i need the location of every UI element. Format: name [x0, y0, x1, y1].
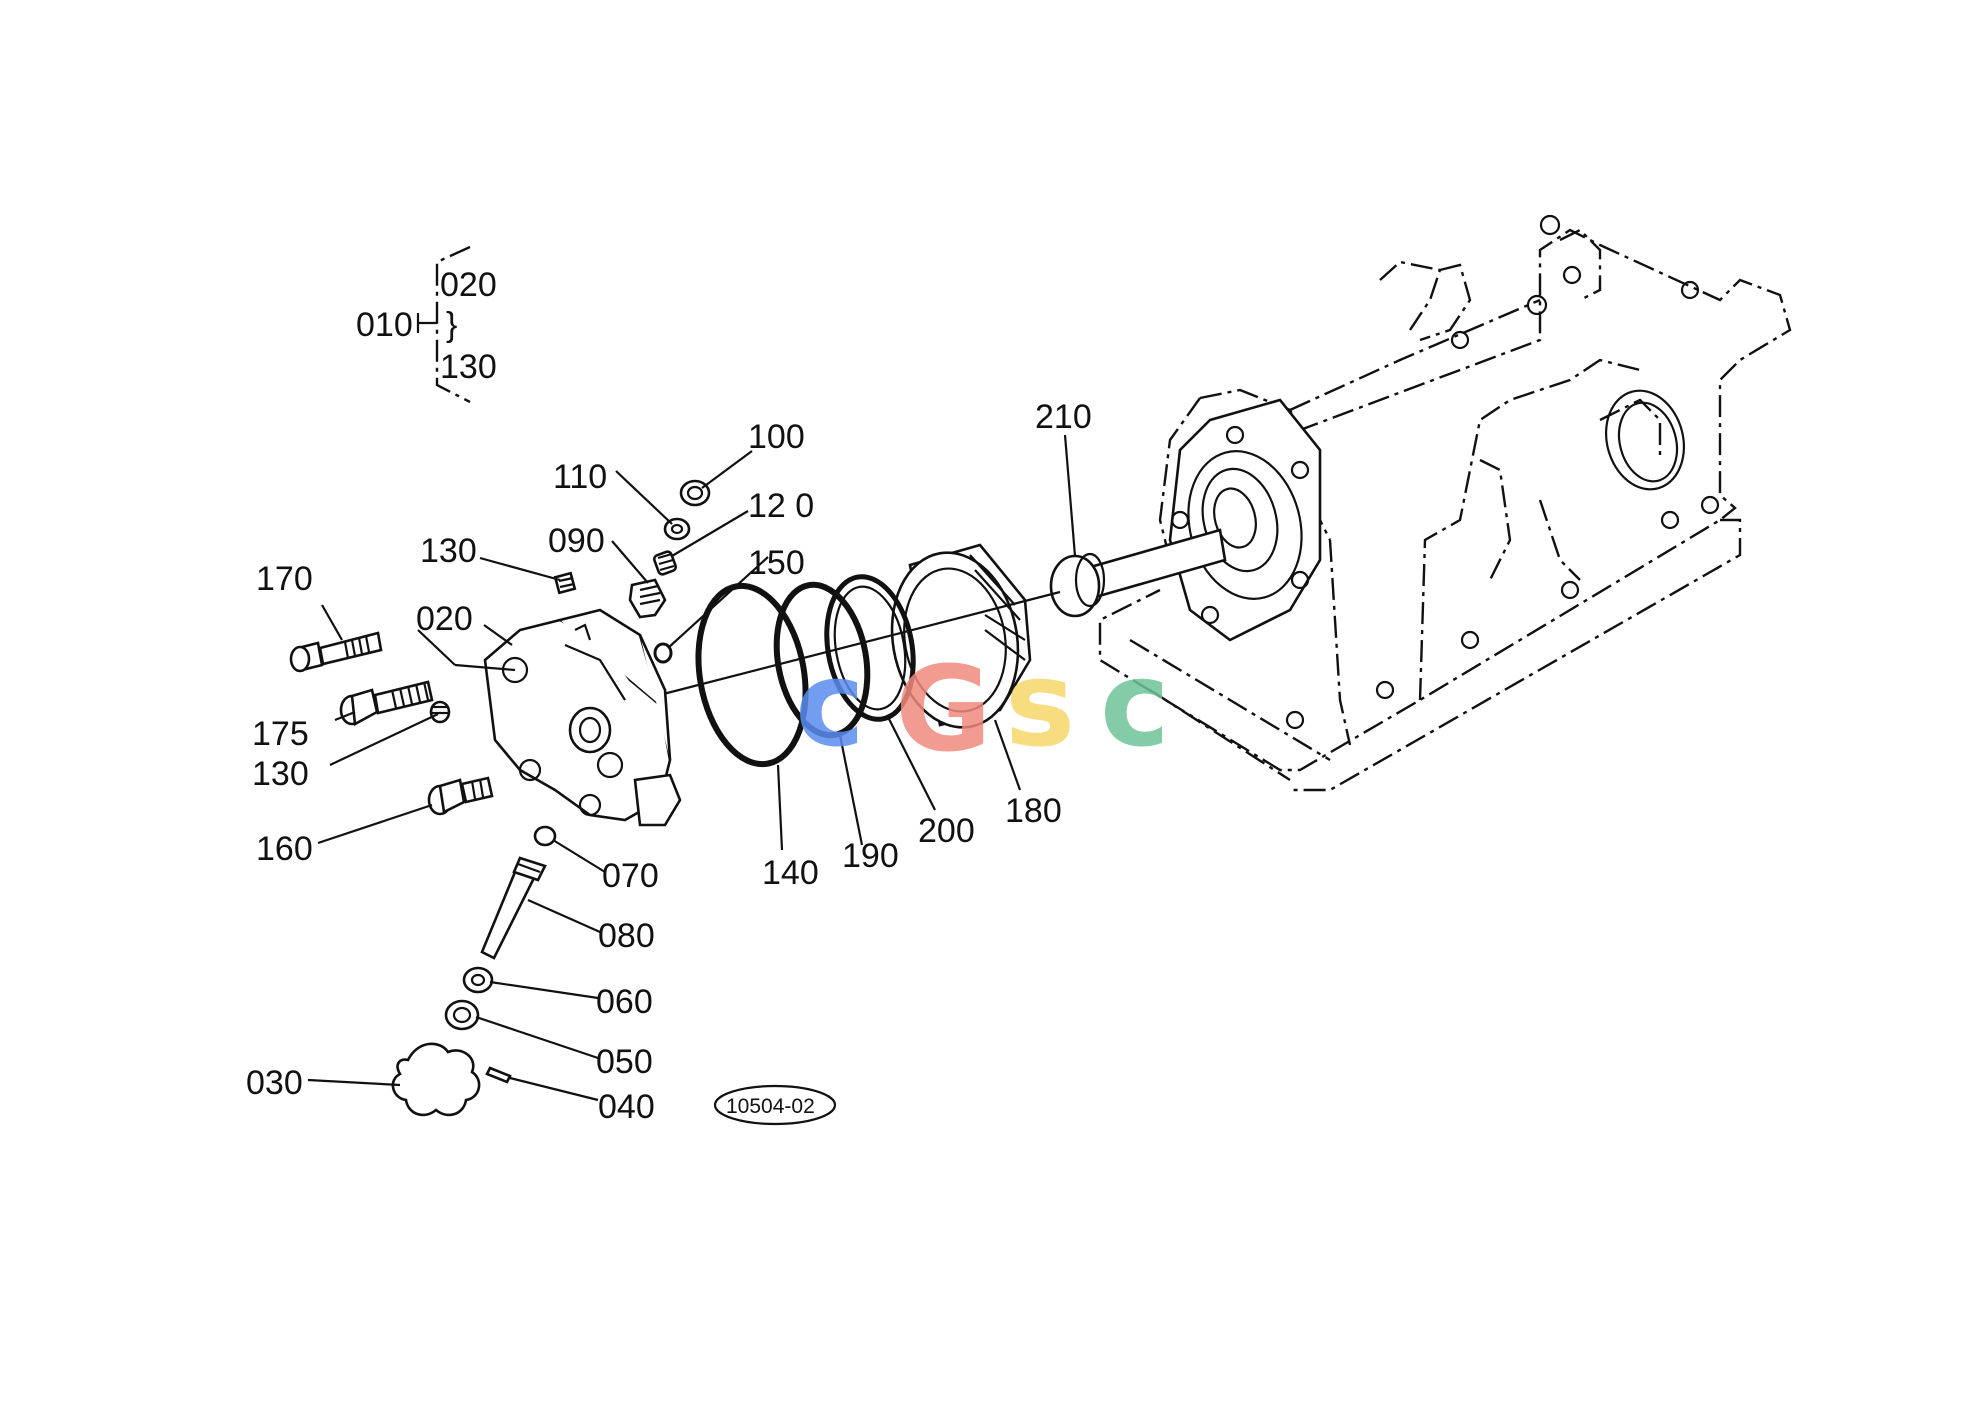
label-020: 020 [416, 600, 473, 638]
part-020-valve-body [483, 608, 682, 827]
label-170: 170 [256, 560, 313, 598]
label-190: 190 [842, 837, 899, 875]
label-090: 090 [548, 522, 605, 560]
label-210: 210 [1035, 398, 1092, 436]
label-030: 030 [246, 1064, 303, 1102]
part-150-small-o-ring [653, 642, 673, 664]
part-180-piston [890, 543, 1032, 729]
part-030-knob [391, 1042, 481, 1117]
label-120: 12 0 [748, 487, 814, 525]
figure-code: 10504-02 [726, 1095, 815, 1118]
part-160-bolt [427, 776, 494, 816]
figure-code-badge: 10504-02 [713, 1084, 837, 1126]
label-050: 050 [596, 1043, 653, 1081]
label-100: 100 [748, 418, 805, 456]
part-060-nut [462, 966, 494, 994]
watermark-logo: c G s c [795, 635, 1170, 778]
label-060: 060 [596, 983, 653, 1021]
group-label: 010 [356, 306, 413, 344]
label-150: 150 [748, 544, 805, 582]
part-080-valve-stem [480, 856, 547, 960]
part-175-bolt [339, 680, 434, 727]
part-070-washer [533, 825, 557, 847]
leader-lines [307, 434, 1077, 1102]
label-140: 140 [762, 854, 819, 892]
label-080: 080 [598, 917, 655, 955]
part-210-shaft [1049, 528, 1227, 618]
part-050-nut [444, 999, 480, 1031]
center-axis [639, 590, 1061, 702]
transmission-housing [1098, 214, 1792, 792]
part-130-set-screw-upper [553, 571, 577, 595]
group-range-end: 130 [440, 348, 497, 386]
watermark-letter-4: c [1100, 635, 1170, 773]
label-130-upper: 130 [420, 532, 477, 570]
part-090-check-valve [628, 578, 667, 619]
part-040-pin [485, 1066, 512, 1084]
watermark-letter-1: c [795, 635, 865, 773]
label-070: 070 [602, 857, 659, 895]
group-range-start: 020 [440, 266, 497, 304]
watermark-letter-3: s [1005, 635, 1075, 773]
part-130-set-screw-lower [429, 700, 451, 724]
label-200: 200 [918, 812, 975, 850]
label-040: 040 [598, 1088, 655, 1126]
label-160: 160 [256, 830, 313, 868]
part-190-seal-ring [773, 581, 871, 739]
group-range-symbol: } [446, 306, 457, 344]
part-120-spring [652, 550, 678, 576]
label-130-lower: 130 [252, 755, 309, 793]
assembly-group-bracket: 010 020 } 130 [356, 245, 497, 404]
label-175: 175 [252, 715, 309, 753]
part-170-bolt [289, 631, 383, 673]
label-180: 180 [1005, 792, 1062, 830]
label-110: 110 [553, 458, 607, 496]
part-labels: 100 110 12 0 090 130 150 170 020 175 130… [246, 398, 1092, 1126]
watermark-letter-2: G [895, 640, 992, 778]
part-200-backup-ring [824, 574, 916, 722]
